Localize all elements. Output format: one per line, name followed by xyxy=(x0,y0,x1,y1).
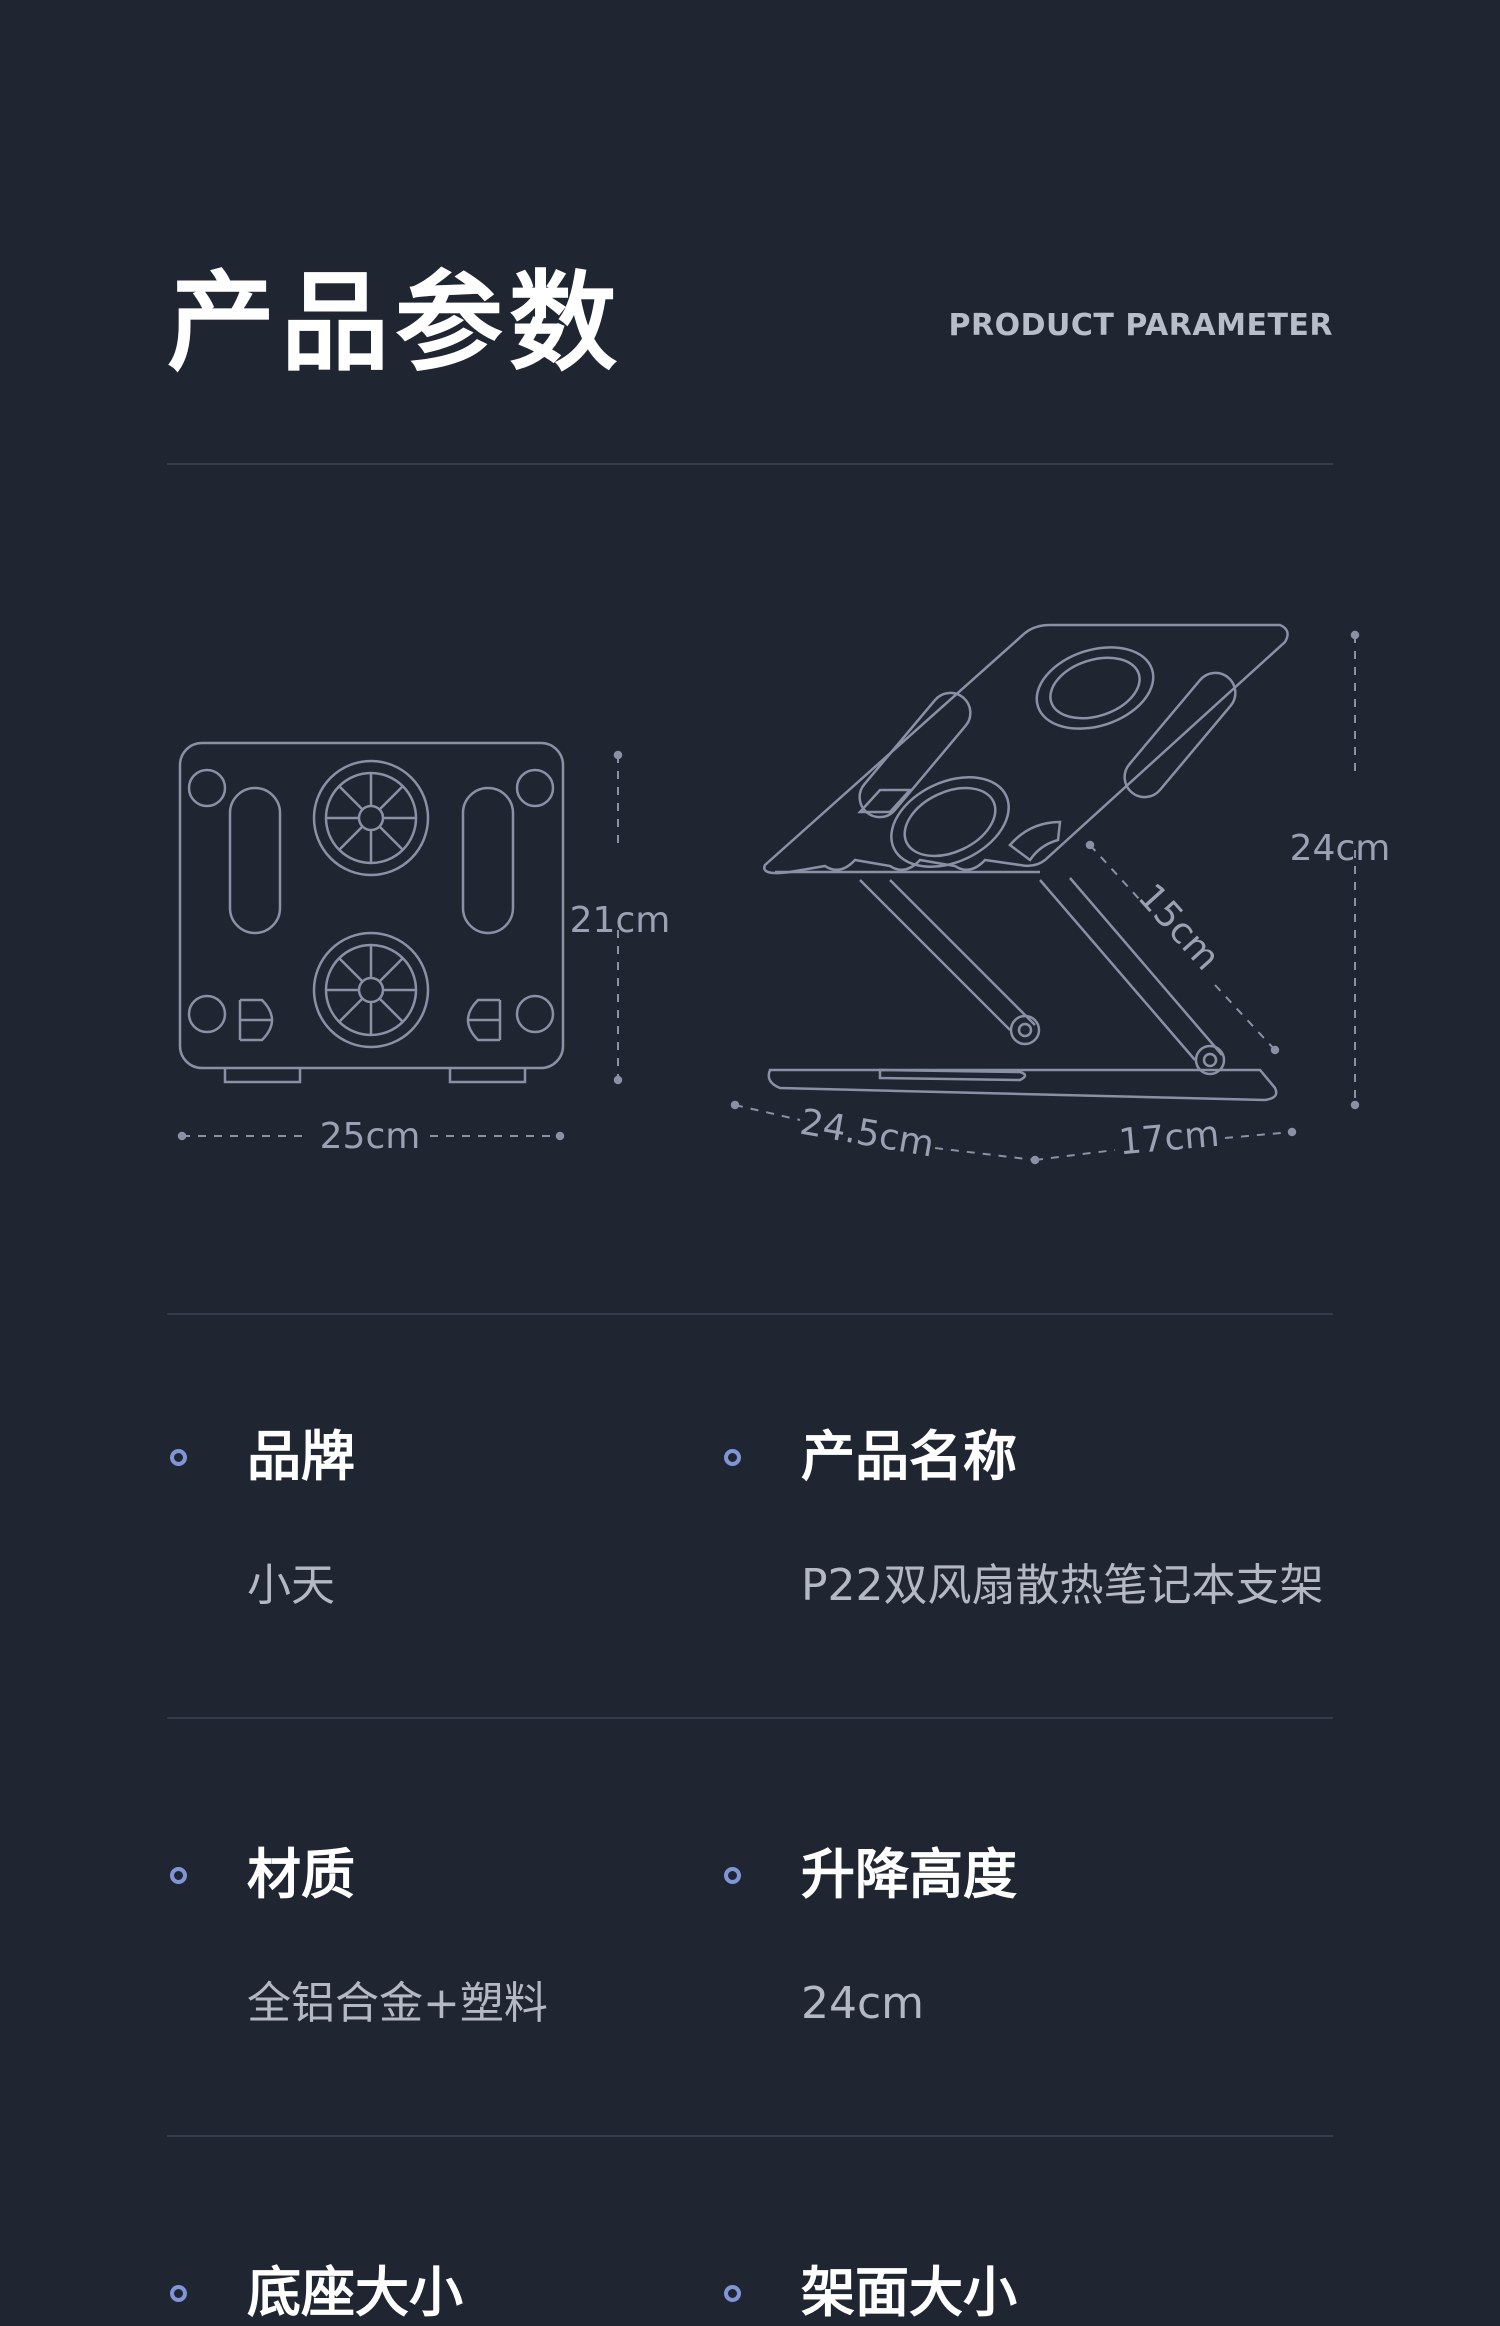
fan-icon-bottom xyxy=(312,931,430,1049)
base-depth-label: 24.5cm xyxy=(797,1102,937,1166)
front-view-drawing xyxy=(177,741,623,1141)
side-view-drawing xyxy=(730,623,1360,1165)
front-height-label: 21cm xyxy=(570,900,671,941)
param-label: 底座大小 xyxy=(247,2261,463,2324)
side-height-label: 24cm xyxy=(1290,828,1391,869)
fan-icon-top xyxy=(312,759,430,877)
param-label: 架面大小 xyxy=(801,2261,1017,2324)
param-label: 产品名称 xyxy=(801,1425,1017,1488)
bullet-dot-icon xyxy=(724,1867,741,1884)
param-label: 材质 xyxy=(247,1843,355,1906)
divider xyxy=(167,1717,1333,1719)
param-value: 24cm xyxy=(801,1978,925,2029)
base-width-label: 17cm xyxy=(1117,1114,1221,1164)
bullet-dot-icon xyxy=(724,2285,741,2302)
bullet-dot-icon xyxy=(170,1867,187,1884)
divider xyxy=(167,463,1333,465)
product-dimension-diagram: 25cm 21cm 24cm 15cm 24.5cm 17cm xyxy=(0,560,1500,1220)
param-label: 升降高度 xyxy=(801,1843,1017,1906)
front-width-label: 25cm xyxy=(320,1116,421,1157)
param-value: P22双风扇散热笔记本支架 xyxy=(801,1560,1324,1611)
divider xyxy=(167,1313,1333,1315)
page-subtitle: PRODUCT PARAMETER xyxy=(948,308,1333,343)
param-value: 全铝合金+塑料 xyxy=(247,1978,548,2029)
bullet-dot-icon xyxy=(170,1449,187,1466)
param-value: 小天 xyxy=(247,1560,335,1611)
bullet-dot-icon xyxy=(724,1449,741,1466)
divider xyxy=(167,2135,1333,2137)
page-title: 产品参数 xyxy=(167,261,624,386)
bullet-dot-icon xyxy=(170,2285,187,2302)
param-label: 品牌 xyxy=(247,1425,355,1488)
